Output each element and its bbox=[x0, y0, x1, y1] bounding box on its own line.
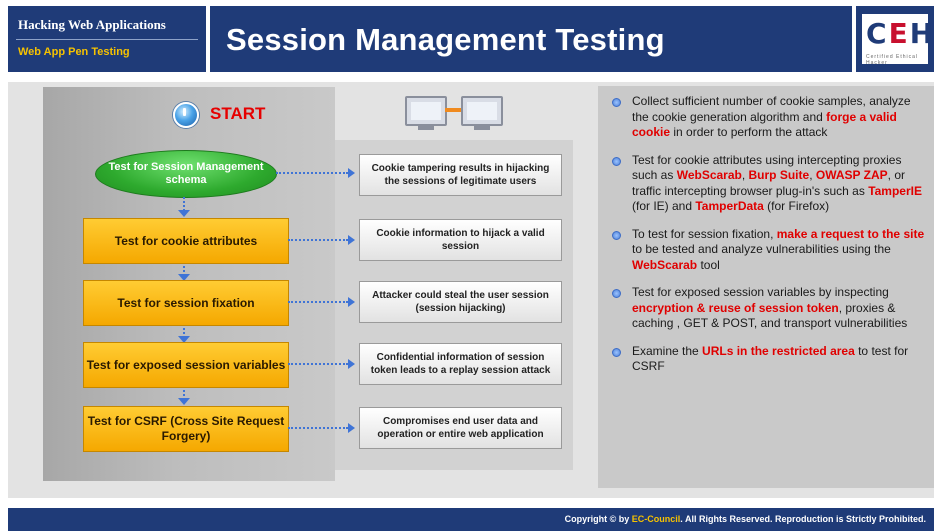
arrow-right-icon bbox=[348, 297, 355, 307]
note-text: , proxies & caching , GET & POST, and tr… bbox=[632, 300, 908, 331]
arrow-down-icon bbox=[178, 210, 190, 217]
arrow-down-icon bbox=[178, 336, 190, 343]
flow-connector bbox=[183, 197, 185, 211]
note-item: Collect sufficient number of cookie samp… bbox=[612, 94, 928, 141]
note-text: , bbox=[809, 168, 816, 182]
note-text: , bbox=[741, 168, 749, 182]
note-text: Collect sufficient number of cookie samp… bbox=[632, 94, 911, 124]
highlighted-term: OWASP ZAP bbox=[815, 168, 888, 182]
flow-connector bbox=[183, 324, 185, 338]
highlighted-term: URLs in the restricted area bbox=[702, 343, 855, 358]
notes-panel bbox=[598, 86, 934, 488]
flow-connector bbox=[276, 172, 348, 174]
ceh-logo-box: CEH Certified Ethical Hacker bbox=[862, 14, 933, 66]
network-link bbox=[445, 108, 461, 112]
flow-connector bbox=[183, 386, 185, 400]
bullet-icon bbox=[612, 230, 621, 240]
flow-connector bbox=[288, 427, 348, 429]
note-text: Test for exposed session variables by in… bbox=[632, 285, 889, 299]
section-subtitle: Web App Pen Testing bbox=[18, 46, 130, 58]
arrow-down-icon bbox=[178, 398, 190, 405]
highlighted-term: encryption & reuse of session token bbox=[632, 300, 839, 315]
note-text: in order to perform the attack bbox=[670, 125, 828, 139]
note-text: Test for cookie attributes using interce… bbox=[632, 152, 902, 183]
arrow-right-icon bbox=[348, 359, 355, 369]
highlighted-term: WebScarab bbox=[676, 168, 742, 182]
result-box: Compromises end user data and operation … bbox=[359, 407, 562, 449]
section-title: Hacking Web Applications bbox=[18, 17, 166, 32]
note-text: to be tested and analyze vulnerabilities… bbox=[632, 242, 891, 256]
note-item: Test for cookie attributes using interce… bbox=[612, 153, 928, 215]
arrow-right-icon bbox=[348, 168, 355, 178]
flow-connector bbox=[288, 301, 348, 303]
arrow-right-icon bbox=[348, 235, 355, 245]
title-banner: Session Management Testing bbox=[210, 6, 852, 72]
highlighted-term: Burp Suite bbox=[748, 168, 810, 182]
note-item: To test for session fixation, make a req… bbox=[612, 227, 928, 274]
highlighted-term: make a request to the site bbox=[776, 226, 925, 241]
note-item: Examine the URLs in the restricted area … bbox=[612, 344, 928, 375]
flow-connector bbox=[288, 363, 348, 365]
flow-step-session-schema: Test for Session Management schema bbox=[95, 150, 277, 198]
bullet-icon bbox=[612, 289, 621, 298]
flow-step-exposed-session-variables: Test for exposed session variables bbox=[83, 342, 289, 388]
bullet-icon bbox=[612, 347, 621, 357]
note-text: (for Firefox) bbox=[763, 199, 830, 213]
ceh-logo: CEH Certified Ethical Hacker bbox=[856, 6, 934, 72]
flow-step-csrf: Test for CSRF (Cross Site Request Forger… bbox=[83, 406, 289, 452]
page-title: Session Management Testing bbox=[226, 22, 665, 57]
note-text: to test for CSRF bbox=[632, 343, 909, 374]
note-text: To test for session fixation, bbox=[632, 226, 777, 241]
bullet-icon bbox=[612, 98, 621, 107]
highlighted-term: TamperIE bbox=[868, 183, 922, 198]
bullet-icon bbox=[612, 156, 621, 166]
flow-step-session-fixation: Test for session fixation bbox=[83, 280, 289, 326]
networked-computers-icon bbox=[405, 96, 503, 136]
section-divider bbox=[16, 39, 198, 40]
power-button-icon bbox=[173, 102, 199, 128]
notes-list: Collect sufficient number of cookie samp… bbox=[612, 94, 928, 387]
result-box: Attacker could steal the user session (s… bbox=[359, 281, 562, 323]
copyright-notice: Copyright © by EC-Council. All Rights Re… bbox=[564, 514, 926, 524]
note-text: (for IE) and bbox=[632, 199, 696, 213]
note-item: Test for exposed session variables by in… bbox=[612, 285, 928, 332]
arrow-right-icon bbox=[348, 423, 355, 433]
computer-icon bbox=[405, 96, 447, 130]
highlighted-term: forge a valid cookie bbox=[632, 109, 897, 140]
note-text: tool bbox=[697, 257, 720, 272]
section-banner: Hacking Web Applications Web App Pen Tes… bbox=[8, 6, 206, 72]
ceh-logo-tagline: Certified Ethical Hacker bbox=[866, 54, 919, 66]
highlighted-term: WebScarab bbox=[632, 257, 698, 272]
result-box: Cookie tampering results in hijacking th… bbox=[359, 154, 562, 196]
flow-step-cookie-attributes: Test for cookie attributes bbox=[83, 218, 289, 264]
flow-connector bbox=[183, 262, 185, 276]
footer: Copyright © by EC-Council. All Rights Re… bbox=[8, 508, 934, 531]
result-box: Cookie information to hijack a valid ses… bbox=[359, 219, 562, 261]
note-text: , or traffic intercepting browser plug-i… bbox=[632, 168, 905, 198]
note-text: Examine the bbox=[632, 343, 703, 358]
result-box: Confidential information of session toke… bbox=[359, 343, 562, 385]
arrow-down-icon bbox=[178, 274, 190, 281]
computer-icon bbox=[461, 96, 503, 130]
highlighted-term: TamperData bbox=[695, 199, 764, 213]
start-label: START bbox=[210, 104, 266, 123]
flow-connector bbox=[288, 239, 348, 241]
header: Hacking Web Applications Web App Pen Tes… bbox=[0, 0, 942, 78]
ec-council-brand: EC-Council bbox=[631, 514, 681, 524]
ceh-logo-letters: CEH bbox=[866, 17, 936, 50]
